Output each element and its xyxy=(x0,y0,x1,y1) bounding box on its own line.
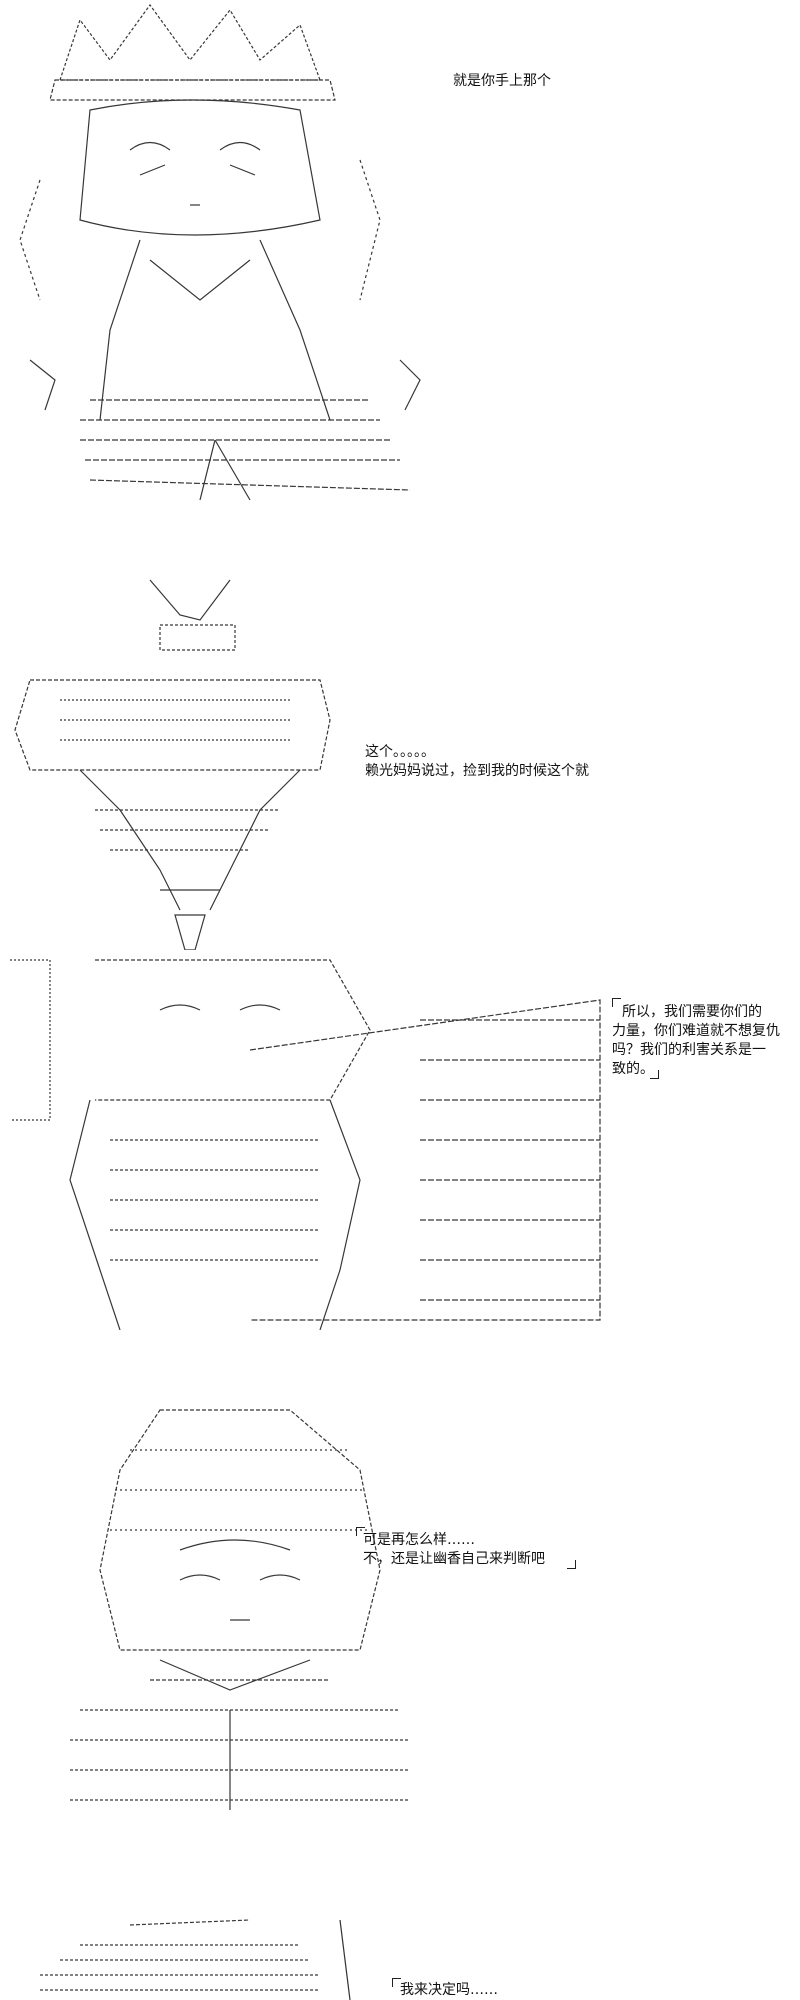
panel-2: 这个。。。。。 赖光妈妈说过，捡到我的时候这个就 xyxy=(0,570,800,990)
dialogue-line-5: 力量，你们难道就不想复仇 xyxy=(612,1023,780,1039)
dialogue-bracket-open xyxy=(612,998,621,1007)
dialogue-bracket-open xyxy=(356,1527,365,1536)
dialogue-line-10: 我来决定吗…… xyxy=(400,1982,498,1998)
ascii-art-crowned-figure xyxy=(19,3,421,501)
panel-4: 可是再怎么样…… 不，还是让幽香自己来判断吧 xyxy=(0,1390,800,1840)
ascii-art-head-closeup xyxy=(70,1409,410,1810)
dialogue-line-7: 致的。 xyxy=(612,1061,654,1077)
dialogue-bracket-close xyxy=(567,1560,576,1569)
panel-5: 我来决定吗…… xyxy=(0,1900,800,2000)
dialogue-line-3: 赖光妈妈说过，捡到我的时候这个就 xyxy=(365,763,589,779)
dialogue-line-8: 可是再怎么样…… xyxy=(363,1532,475,1548)
ascii-art-figure-with-block xyxy=(10,959,601,1330)
panel-1: 就是你手上那个 xyxy=(0,0,800,520)
ascii-art-partial-figure xyxy=(40,1919,351,2000)
dialogue-bracket-close xyxy=(650,1070,659,1079)
dialogue-line-1: 就是你手上那个 xyxy=(453,73,551,89)
ascii-art-holding-object xyxy=(14,579,331,950)
dialogue-line-9: 不，还是让幽香自己来判断吧 xyxy=(363,1551,545,1567)
dialogue-line-2: 这个。。。。。 xyxy=(365,744,435,760)
panel-3: 所以，我们需要你们的 力量，你们难道就不想复仇 吗？我们的利害关系是一 致的。 xyxy=(0,940,800,1340)
dialogue-line-6: 吗？我们的利害关系是一 xyxy=(612,1042,766,1058)
dialogue-line-4: 所以，我们需要你们的 xyxy=(622,1004,762,1020)
dialogue-bracket-open xyxy=(392,1978,401,1987)
